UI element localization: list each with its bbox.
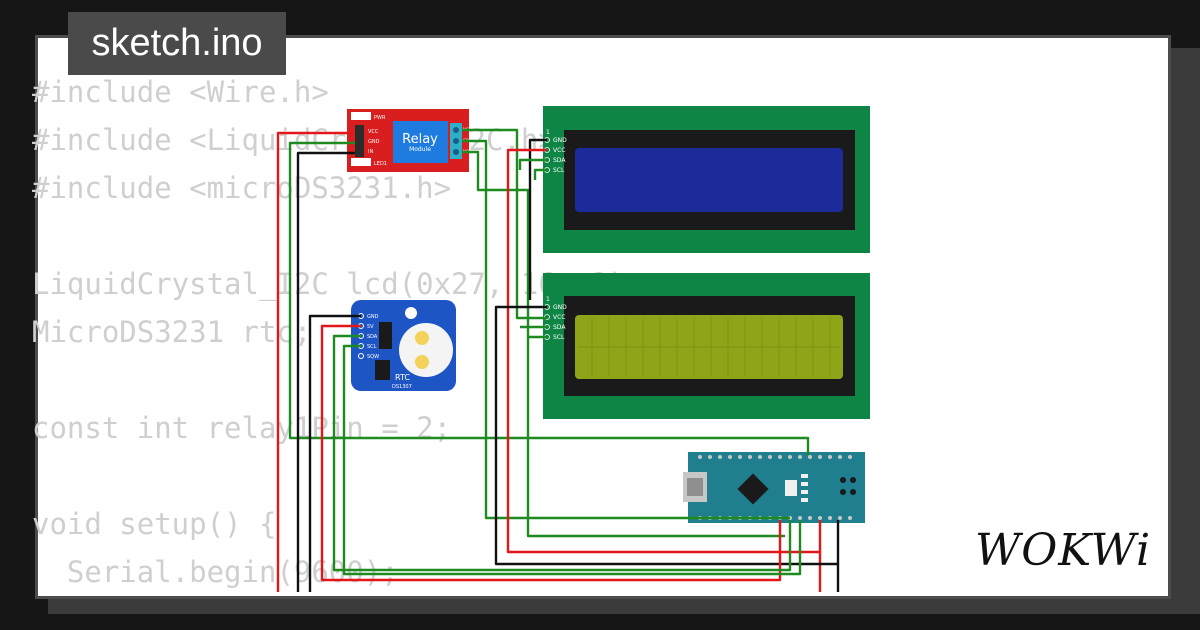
arduino-nano[interactable] — [683, 452, 865, 523]
led-label: LED1 — [374, 161, 387, 167]
code-line: MicroDS3231 rtc; — [32, 315, 312, 349]
rtc-label: RTC — [395, 373, 410, 382]
lcd-display-top[interactable]: 1 GND VCC SDA SCL — [543, 106, 870, 253]
rtc-pin-sqw: SQW — [367, 354, 379, 360]
relay-header — [355, 125, 364, 157]
relay-module[interactable]: PWR LED1 VCC GND IN Relay Module NC COM … — [347, 109, 473, 172]
relay-pin-vcc: VCC — [368, 129, 379, 135]
file-tab[interactable]: sketch.ino — [68, 12, 286, 75]
code-line: LiquidCrystal_I2C lcd(0x27, 16, 2); — [32, 267, 644, 301]
lcd-pin-one: 1 — [546, 129, 550, 136]
status-led — [351, 158, 371, 166]
pwr-label: PWR — [374, 115, 386, 121]
rtc-module[interactable]: GND 5V SDA SCL SQW RTC DS1307 — [351, 300, 456, 391]
wire-relay-vcc — [276, 131, 355, 592]
lcd-pin-one: 1 — [546, 296, 550, 303]
wokwi-logo: WOKWi — [975, 525, 1152, 576]
lcd-pin-vcc: VCC — [553, 147, 565, 154]
rtc-pin-5v: 5V — [367, 324, 374, 330]
relay-pin-in: IN — [368, 149, 373, 155]
wires — [276, 128, 840, 592]
wire-rtc-sda — [332, 334, 792, 572]
wire-relay-in — [288, 141, 810, 455]
wire-lcd-top-gnd — [528, 138, 547, 300]
star-logo-icon — [405, 307, 417, 319]
mcu-chip — [737, 473, 769, 505]
rtc-pin-scl: SCL — [367, 344, 377, 350]
lcd-pin-gnd: GND — [553, 137, 567, 144]
lcd-pin-vcc: VCC — [553, 314, 565, 321]
code-line: #include <Wire.h> — [32, 75, 329, 109]
lcd-pin-gnd: GND — [553, 304, 567, 311]
coin-cell — [399, 323, 453, 377]
pwr-led — [351, 112, 371, 120]
lcd-screen-blue — [575, 148, 843, 212]
wire-relay-nc — [462, 128, 547, 320]
relay-cube — [393, 121, 448, 163]
wire-lcd-bottom-gnd — [494, 305, 840, 592]
rtc-crystal — [375, 360, 390, 380]
lcd-pin-scl: SCL — [553, 167, 565, 174]
battery-contact — [415, 355, 429, 369]
usb-port — [687, 478, 703, 496]
rtc-model: DS1307 — [392, 384, 412, 390]
wire-rtc-scl — [342, 344, 802, 576]
wire-lcd-top-scl — [533, 168, 547, 180]
relay-subtitle: Module — [409, 146, 431, 153]
wire-rtc-5v — [320, 324, 782, 582]
wire-relay-gnd — [296, 151, 355, 592]
wire-scl-bus — [462, 150, 785, 538]
wire-rtc-gnd — [308, 314, 361, 592]
lcd-display-bottom[interactable]: 1 GND VCC SDA SCL — [543, 273, 870, 419]
rtc-chip — [379, 322, 392, 349]
relay-pin-gnd: GND — [368, 139, 380, 145]
lcd-pin-scl: SCL — [553, 334, 565, 341]
code-line: const int relay1Pin = 2; — [32, 411, 452, 445]
code-line: void setup() { — [32, 507, 277, 541]
arduino-board — [688, 452, 865, 523]
reset-button — [785, 480, 797, 496]
lcd-pin-sda: SDA — [553, 324, 566, 331]
rtc-pin-gnd: GND — [367, 314, 379, 320]
rtc-pin-sda: SDA — [367, 334, 378, 340]
code-line: #include <microDS3231.h> — [32, 171, 452, 205]
battery-contact — [415, 331, 429, 345]
lcd-pin-sda: SDA — [553, 157, 566, 164]
wire-lcd-top-sda — [518, 158, 547, 170]
wire-sda-bus — [462, 139, 790, 520]
wire-lcd-top-vcc — [506, 148, 822, 592]
relay-title: Relay — [402, 132, 438, 147]
